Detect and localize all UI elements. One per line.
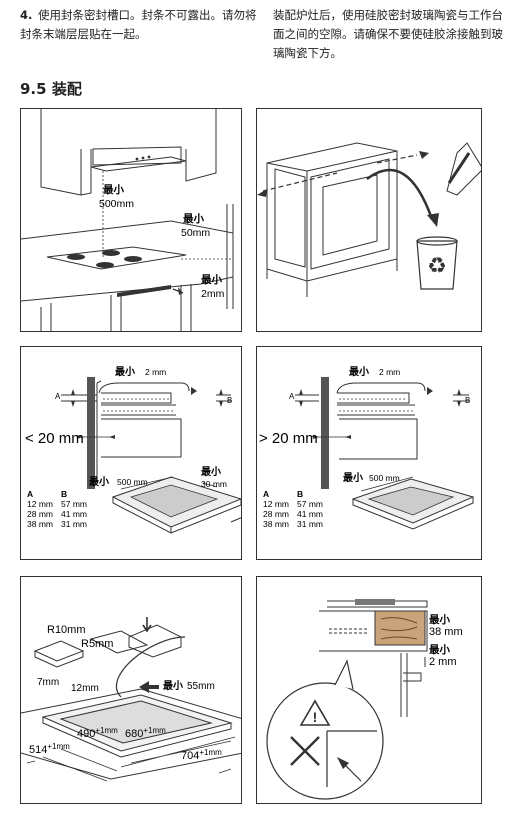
depth-min-label: 最小	[201, 465, 221, 478]
cutout-dimensions-drawing: R10mm R5mm 7mm 12mm 最小 55mm 490+1mm 680+…	[21, 617, 241, 782]
kitchen-clearance-drawing: 最小 500mm 最小 50mm 最小 2mm	[21, 109, 234, 331]
less-than-20mm-drawing: 最小 2 mm A B < 20 mm 最小 500 mm 最小 30 mm A…	[25, 365, 241, 534]
hood-clearance-value: 500mm	[99, 198, 134, 210]
table-head-a: A	[27, 489, 33, 499]
table-cell: 12 mm	[263, 499, 289, 509]
dimension-table: A B 12 mm 57 mm 28 mm 41 mm 38 mm 31 mm	[263, 489, 323, 529]
panel-cabinet-removal: ♻	[256, 108, 482, 332]
section-title: 装配	[51, 80, 82, 98]
svg-text:!: !	[313, 709, 318, 725]
cut-min-label: 最小	[343, 471, 363, 484]
gap-min-value: 2 mm	[429, 656, 457, 668]
hob-width-value: 514+1mm	[29, 742, 70, 756]
panel-cutout-dimensions: R10mm R5mm 7mm 12mm 最小 55mm 490+1mm 680+…	[20, 576, 242, 804]
side-clearance-value: 50mm	[181, 227, 210, 239]
gap-clearance-value: 2mm	[201, 288, 225, 300]
cutout-width-value: 490+1mm	[77, 726, 118, 740]
cabinet-removal-drawing: ♻	[257, 142, 481, 297]
panel-clearance-detail: 最小 38 mm 最小 2 mm !	[256, 576, 482, 804]
top-min-value: 2 mm	[379, 367, 400, 377]
table-cell: 31 mm	[297, 519, 323, 529]
top-min-label: 最小	[115, 365, 135, 378]
table-head-b: B	[297, 489, 303, 499]
more-than-20mm-drawing: 最小 2 mm A B > 20 mm 最小 500 mm A B 12 mm …	[259, 365, 475, 530]
table-cell: 28 mm	[263, 509, 289, 519]
dim-b-label: B	[465, 396, 470, 405]
dim-a-label: A	[55, 392, 61, 401]
edge-min-value: 55mm	[187, 681, 215, 692]
gap-min-label: 最小	[201, 273, 222, 286]
recycle-icon: ♻	[427, 253, 447, 278]
step-number: 4.	[20, 8, 33, 22]
table-cell: 28 mm	[27, 509, 53, 519]
table-cell: 57 mm	[61, 499, 87, 509]
table-cell: 38 mm	[263, 519, 289, 529]
offset-12mm-label: 12mm	[71, 683, 99, 694]
clearance-detail-drawing: 最小 38 mm 最小 2 mm !	[266, 599, 463, 800]
cut-min-value: 500 mm	[369, 473, 400, 483]
dim-b-label: B	[227, 396, 232, 405]
table-cell: 38 mm	[27, 519, 53, 529]
edge-min-label: 最小	[163, 679, 183, 692]
corner-radius-10-label: R10mm	[47, 624, 86, 636]
dim-a-label: A	[289, 392, 295, 401]
section-heading: 9.5 装配	[20, 78, 82, 99]
table-head-a: A	[263, 489, 269, 499]
warning-icon	[299, 699, 331, 726]
top-min-label: 最小	[349, 365, 369, 378]
cut-min-value: 500 mm	[117, 477, 148, 487]
hood-min-label: 最小	[103, 183, 124, 196]
intro-step-4: 4.使用封条密封槽口。封条不可露出。请勿将封条末端层层贴在一起。	[20, 6, 260, 44]
cutout-length-value: 680+1mm	[125, 726, 166, 740]
panel-kitchen-clearance: 最小 500mm 最小 50mm 最小 2mm	[20, 108, 242, 332]
dimension-table: A B 12 mm 57 mm 28 mm 41 mm 38 mm 31 mm	[27, 489, 87, 529]
intro-right-text: 装配炉灶后，使用硅胶密封玻璃陶瓷与工作台面之间的空隙。请确保不要使硅胶涂接触到玻…	[273, 8, 503, 60]
gap-min-label: 最小	[429, 643, 450, 656]
top-min-value: 2 mm	[145, 367, 166, 377]
distance-label: < 20 mm	[25, 430, 84, 447]
panel-more-than-20mm: 最小 2 mm A B > 20 mm 最小 500 mm A B 12 mm …	[256, 346, 482, 560]
depth-min-label: 最小	[429, 613, 450, 626]
table-cell: 41 mm	[297, 509, 323, 519]
offset-7mm-label: 7mm	[37, 677, 59, 688]
table-head-b: B	[61, 489, 67, 499]
side-min-label: 最小	[183, 212, 204, 225]
depth-min-value: 38 mm	[429, 626, 463, 638]
cross-icon	[290, 736, 320, 766]
hob-length-value: 704+1mm	[181, 748, 222, 762]
section-number: 9.5	[20, 80, 47, 98]
panel-less-than-20mm: 最小 2 mm A B < 20 mm 最小 500 mm 最小 30 mm A…	[20, 346, 242, 560]
cut-min-label: 最小	[89, 475, 109, 488]
table-cell: 57 mm	[297, 499, 323, 509]
table-cell: 12 mm	[27, 499, 53, 509]
table-cell: 31 mm	[61, 519, 87, 529]
table-cell: 41 mm	[61, 509, 87, 519]
step-text: 使用封条密封槽口。封条不可露出。请勿将封条末端层层贴在一起。	[20, 8, 257, 41]
corner-radius-5-label: R5mm	[81, 638, 113, 650]
depth-min-value: 30 mm	[201, 479, 227, 489]
distance-label: > 20 mm	[259, 430, 318, 447]
